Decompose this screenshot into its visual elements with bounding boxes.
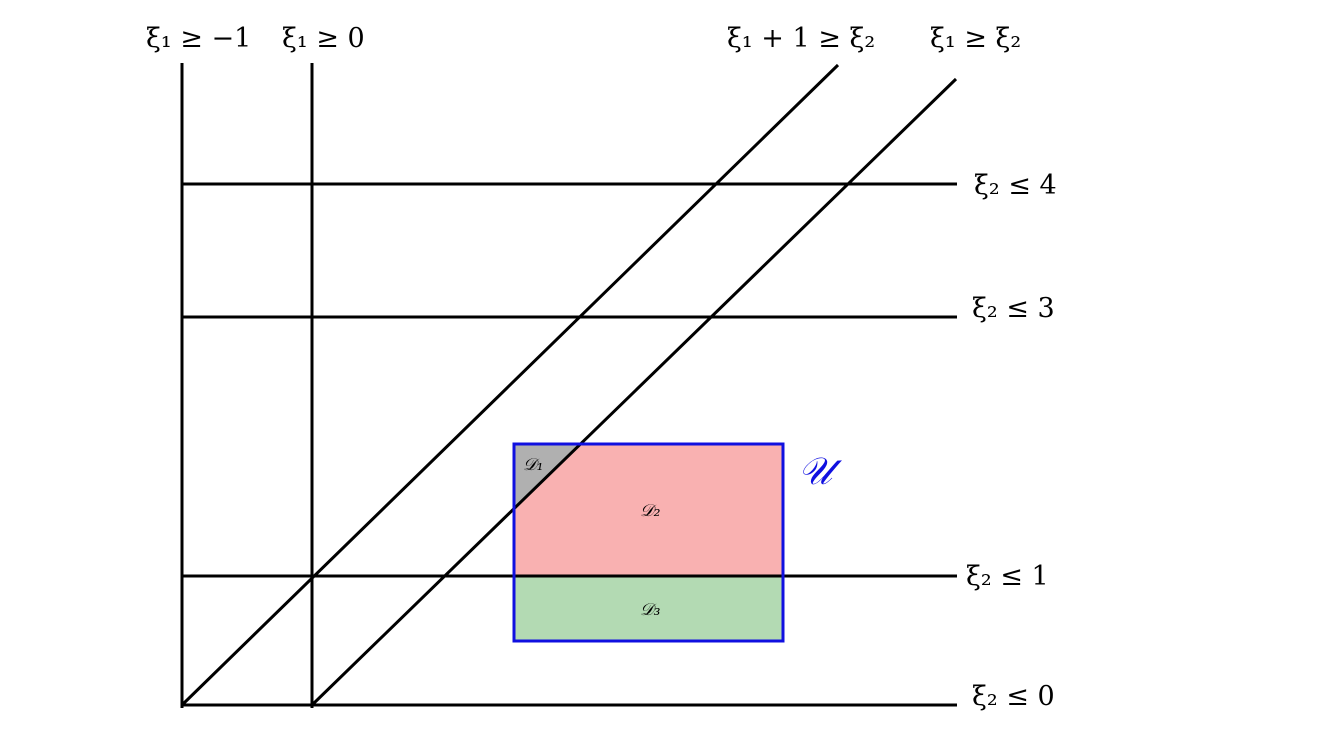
uncertainty-set-box [512, 442, 785, 643]
label-xi1-ge-minus1: ξ₁ ≥ −1 [146, 23, 251, 54]
label-xi2-le-3: ξ₂ ≤ 3 [972, 293, 1055, 324]
label-xi2-le-1: ξ₂ ≤ 1 [966, 561, 1049, 592]
line-xi1-plus1-ge-xi2 [180, 63, 840, 707]
label-xi1-ge-xi2: ξ₁ ≥ ξ₂ [930, 23, 1021, 54]
label-xi1-ge-0: ξ₁ ≥ 0 [282, 23, 365, 54]
region-d3 [514, 576, 783, 641]
label-xi1-plus1-ge-xi2: ξ₁ + 1 ≥ ξ₂ [727, 23, 875, 54]
label-d2: 𝒟₂ [640, 501, 661, 521]
label-u: 𝒰 [798, 449, 842, 493]
label-xi2-le-4: ξ₂ ≤ 4 [974, 170, 1057, 201]
region-d2 [514, 444, 783, 576]
label-xi2-le-0: ξ₂ ≤ 0 [972, 681, 1055, 712]
label-d3: 𝒟₃ [640, 600, 661, 620]
label-d1: 𝒟₁ [523, 455, 543, 475]
line-xi1-ge-xi2 [310, 77, 958, 707]
